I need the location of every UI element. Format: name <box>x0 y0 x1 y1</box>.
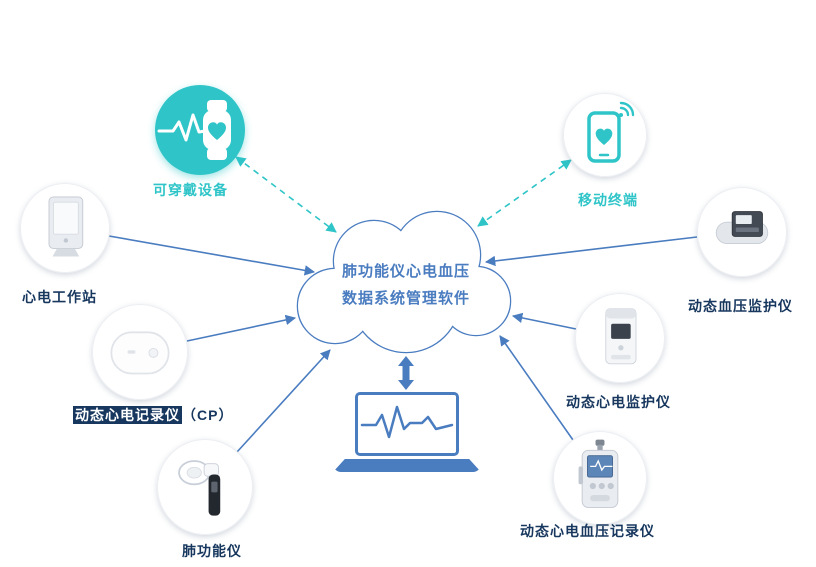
ecg-bp-recorder-node <box>553 431 647 525</box>
wearable-label: 可穿戴设备 <box>153 182 228 198</box>
cloud-title-line1: 肺功能仪心电血压 <box>341 263 470 280</box>
smartphone-heart-wifi-icon <box>587 101 635 163</box>
holter-recorder-node <box>92 304 188 400</box>
cloud-title: 肺功能仪心电血压 数据系统管理软件 <box>290 258 522 312</box>
ecg-bp-recorder-label: 动态心电血压记录仪 <box>520 523 655 539</box>
laptop-base <box>333 459 481 472</box>
ecg-workstation-node <box>20 183 110 273</box>
holter-recorder-label-suffix: （CP） <box>182 407 234 423</box>
holter-monitor-label: 动态心电监护仪 <box>566 394 671 410</box>
abp-monitor-node <box>697 187 787 277</box>
holter-recorder-image <box>110 331 170 375</box>
holter-recorder-label-highlight: 动态心电记录仪 <box>73 406 182 424</box>
ecg-bp-recorder-image <box>578 439 619 508</box>
holter-monitor-image <box>605 308 637 365</box>
spirometer-label: 肺功能仪 <box>182 543 242 559</box>
holter-recorder-label: 动态心电记录仪（CP） <box>73 405 233 425</box>
smartwatch-heart-icon <box>157 100 231 160</box>
laptop-ecg-waveform-icon <box>360 405 454 439</box>
ecg-workstation-image <box>48 196 84 257</box>
connector-holter-recorder-to-cloud <box>186 314 297 342</box>
mobile-node <box>563 93 647 177</box>
laptop-node <box>333 392 481 472</box>
ecg-workstation-label: 心电工作站 <box>22 289 97 305</box>
abp-monitor-label: 动态血压监护仪 <box>688 298 793 314</box>
spirometer-image <box>178 460 221 516</box>
connector-spirometer-to-cloud <box>236 349 331 453</box>
connector-holter-monitor-to-cloud <box>511 312 577 330</box>
abp-monitor-image <box>715 211 769 244</box>
connector-workstation-to-cloud <box>108 235 316 276</box>
holter-monitor-node <box>575 293 665 383</box>
wearable-node <box>155 85 245 175</box>
mobile-label: 移动终端 <box>578 192 638 208</box>
cloud-shape <box>296 210 512 354</box>
spirometer-node <box>157 439 253 535</box>
cloud-title-line2: 数据系统管理软件 <box>341 290 470 307</box>
laptop-screen <box>355 392 459 456</box>
